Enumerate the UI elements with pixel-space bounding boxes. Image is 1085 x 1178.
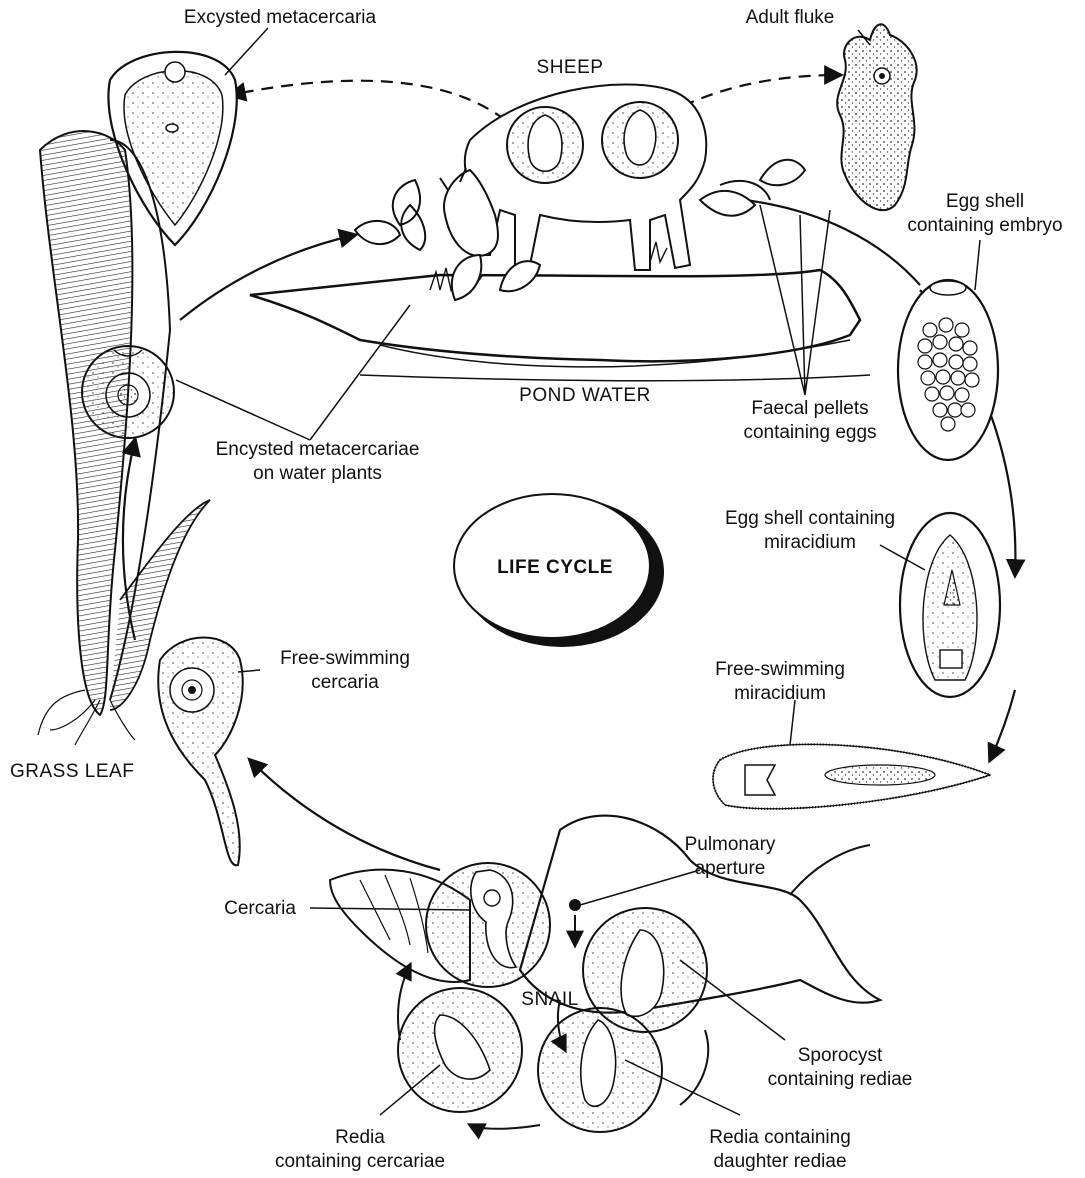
label-pond-water: POND WATER — [490, 384, 680, 408]
label-cercaria: Cercaria — [205, 897, 315, 921]
label-adult-fluke: Adult fluke — [720, 6, 860, 30]
egg-embryo-figure — [898, 280, 998, 460]
label-free-swimming-miracidium: Free-swimming miracidium — [690, 658, 870, 706]
free-cercaria-figure — [158, 638, 242, 866]
adult-fluke-figure — [837, 24, 916, 210]
center-title: LIFE CYCLE — [470, 557, 640, 579]
label-pulmonary-aperture: Pulmonary aperture — [660, 833, 800, 881]
free-miracidium-figure — [713, 744, 990, 808]
label-sporocyst: Sporocyst containing rediae — [755, 1044, 925, 1092]
arrow-to-excysted — [230, 81, 505, 120]
arrow-to-free-cercaria — [250, 760, 440, 870]
label-redia-cercariae: Redia containing cercariae — [255, 1126, 465, 1174]
arrow-to-free-miracidium — [990, 690, 1015, 760]
label-egg-shell-miracidium: Egg shell containing miracidium — [700, 507, 920, 555]
label-faecal-pellets: Faecal pellets containing eggs — [715, 397, 905, 445]
label-sheep: SHEEP — [505, 56, 635, 80]
label-snail: SNAIL — [505, 988, 595, 1012]
label-free-swimming-cercaria: Free-swimming cercaria — [255, 647, 435, 695]
label-egg-shell-embryo: Egg shell containing embryo — [885, 190, 1085, 238]
label-grass-leaf: GRASS LEAF — [10, 760, 180, 784]
sheep-figure — [355, 84, 805, 300]
label-encysted-metacercariae: Encysted metacercariae on water plants — [185, 438, 450, 486]
label-excysted-metacercaria: Excysted metacercaria — [150, 6, 410, 30]
label-redia-daughter: Redia containing daughter rediae — [680, 1126, 880, 1174]
pond-scene — [250, 242, 870, 381]
